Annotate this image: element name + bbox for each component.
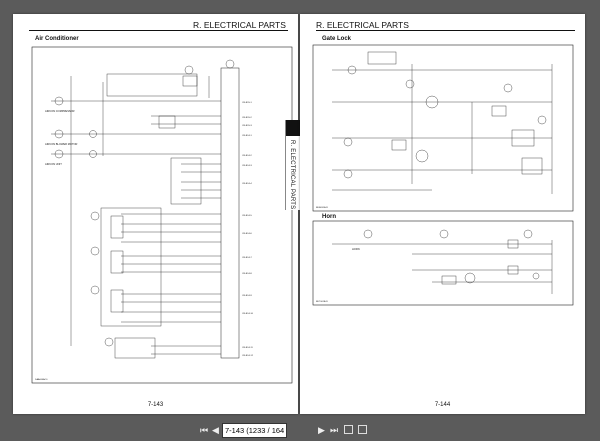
svg-text:HORN: HORN xyxy=(352,247,360,251)
copy-page-icon[interactable] xyxy=(344,425,353,434)
svg-text:CN-B14-12: CN-B14-12 xyxy=(242,355,254,357)
svg-text:CN-B15-2: CN-B15-2 xyxy=(242,117,253,119)
right-header-rule xyxy=(316,30,575,31)
svg-text:CN-B14-11: CN-B14-11 xyxy=(242,347,254,349)
svg-text:CN-B15-1: CN-B15-1 xyxy=(242,102,253,104)
chapter-tab: R. ELECTRICAL PARTS xyxy=(285,120,301,210)
svg-text:BDB051A11: BDB051A11 xyxy=(316,206,329,209)
last-page-icon[interactable]: ⏭ xyxy=(330,425,339,435)
horn-schematic: HORN BDT001A11 xyxy=(312,220,574,306)
svg-text:CN-B14-10: CN-B14-10 xyxy=(242,313,254,315)
svg-text:BDT001A11: BDT001A11 xyxy=(316,300,329,303)
svg-text:AIRCON UNIT: AIRCON UNIT xyxy=(45,162,62,166)
left-page-header: R. ELECTRICAL PARTS xyxy=(193,20,286,30)
gate-lock-title: Gate Lock xyxy=(322,36,352,42)
svg-text:AIRCON COMPRESSOR: AIRCON COMPRESSOR xyxy=(45,109,75,113)
viewer-toolbar: ⏮ ◀ 7-143 (1233 / 164 ▶ ⏭ xyxy=(0,419,600,441)
left-header-rule xyxy=(29,30,288,31)
gate-lock-schematic: BDB051A11 xyxy=(312,44,574,212)
right-page-header: R. ELECTRICAL PARTS xyxy=(316,20,409,30)
fit-page-icon[interactable] xyxy=(358,425,367,434)
svg-text:CN-B15-3: CN-B15-3 xyxy=(242,125,253,127)
chapter-tab-label: R. ELECTRICAL PARTS xyxy=(289,140,295,210)
page-number-field[interactable]: 7-143 (1233 / 164 xyxy=(222,423,288,438)
svg-text:CN-B14-6: CN-B14-6 xyxy=(242,233,253,235)
first-page-icon[interactable]: ⏮ xyxy=(200,425,209,435)
horn-title: Horn xyxy=(322,214,336,220)
right-page-number: 7-144 xyxy=(434,402,451,408)
left-page-number: 7-143 xyxy=(147,402,164,408)
svg-text:AIRCON BLOWER MOTOR: AIRCON BLOWER MOTOR xyxy=(45,142,78,146)
left-page: R. ELECTRICAL PARTS Air Conditioner xyxy=(13,14,298,414)
svg-text:DAA000AC0: DAA000AC0 xyxy=(35,378,48,381)
prev-page-icon[interactable]: ◀ xyxy=(212,425,219,435)
svg-text:CN-B14-2: CN-B14-2 xyxy=(242,155,253,157)
chapter-tab-marker xyxy=(286,120,301,136)
right-page: R. ELECTRICAL PARTS Gate Lock xyxy=(300,14,585,414)
svg-text:CN-B14-3: CN-B14-3 xyxy=(242,165,253,167)
svg-text:CN-B14-9: CN-B14-9 xyxy=(242,295,253,297)
next-page-icon[interactable]: ▶ xyxy=(318,425,325,435)
svg-text:CN-B14-7: CN-B14-7 xyxy=(242,257,253,259)
svg-text:CN-B14-4: CN-B14-4 xyxy=(242,183,253,185)
svg-text:CN-B14-1: CN-B14-1 xyxy=(242,135,253,137)
left-section-title: Air Conditioner xyxy=(35,36,79,42)
svg-text:CN-B14-8: CN-B14-8 xyxy=(242,273,253,275)
air-conditioner-schematic: CN-B15-1 CN-B15-2 CN-B15-3 CN-B14-1 CN-B… xyxy=(31,46,293,384)
svg-text:CN-B14-5: CN-B14-5 xyxy=(242,215,253,217)
